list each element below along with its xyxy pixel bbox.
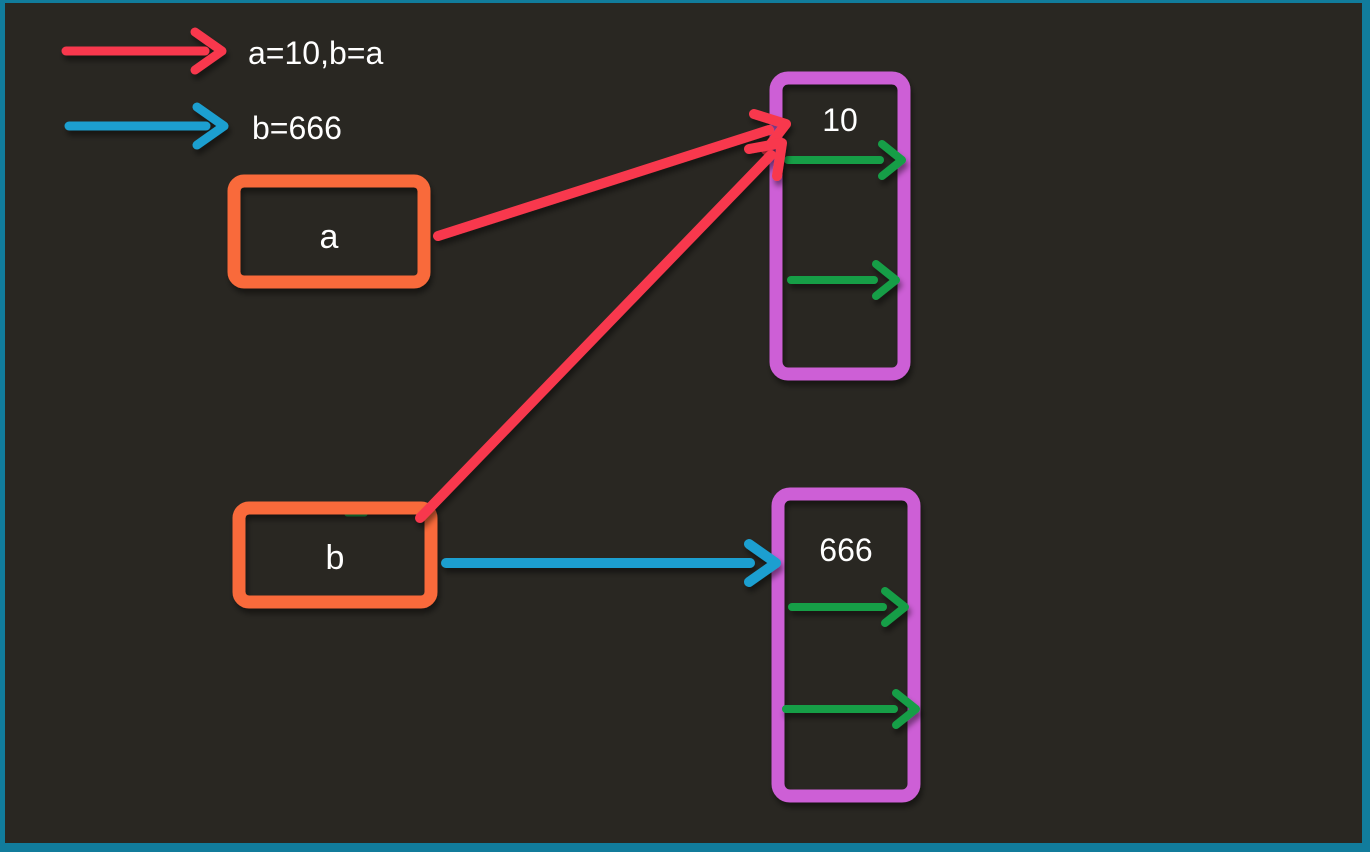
object-666-green-arrow-1 <box>788 587 909 627</box>
frame-border-bottom <box>0 843 1370 852</box>
variable-box-a: a <box>227 174 431 289</box>
object-box-666-label: 666 <box>819 532 872 568</box>
variable-box-b-outline <box>232 501 438 609</box>
object-box-666-outline <box>771 487 921 803</box>
legend-blue-arrow-icon <box>64 102 229 150</box>
object-box-10-label: 10 <box>822 102 858 138</box>
legend-label-red: a=10,b=a <box>248 35 383 71</box>
object-box-10: 10 <box>769 71 911 381</box>
frame-border-right <box>1362 0 1370 852</box>
frame-border-left <box>0 0 5 852</box>
object-box-10-outline <box>769 71 911 381</box>
frame-border-top <box>0 0 1370 3</box>
object-10-green-arrow-2 <box>787 260 900 300</box>
legend: a=10,b=a b=666 <box>61 27 383 150</box>
legend-label-blue: b=666 <box>252 110 342 146</box>
variable-box-b: b <box>232 501 438 609</box>
object-10-green-arrow-1 <box>784 140 906 180</box>
arrow-b-to-666 <box>441 539 781 587</box>
object-666-green-arrow-2 <box>782 689 920 729</box>
legend-red-arrow-icon <box>61 27 227 75</box>
object-box-666: 666 <box>771 487 921 803</box>
arrow-b-to-10 <box>415 138 787 523</box>
variable-box-b-label: b <box>326 539 345 577</box>
variable-box-a-outline <box>227 174 431 289</box>
variable-box-a-label: a <box>320 218 339 256</box>
